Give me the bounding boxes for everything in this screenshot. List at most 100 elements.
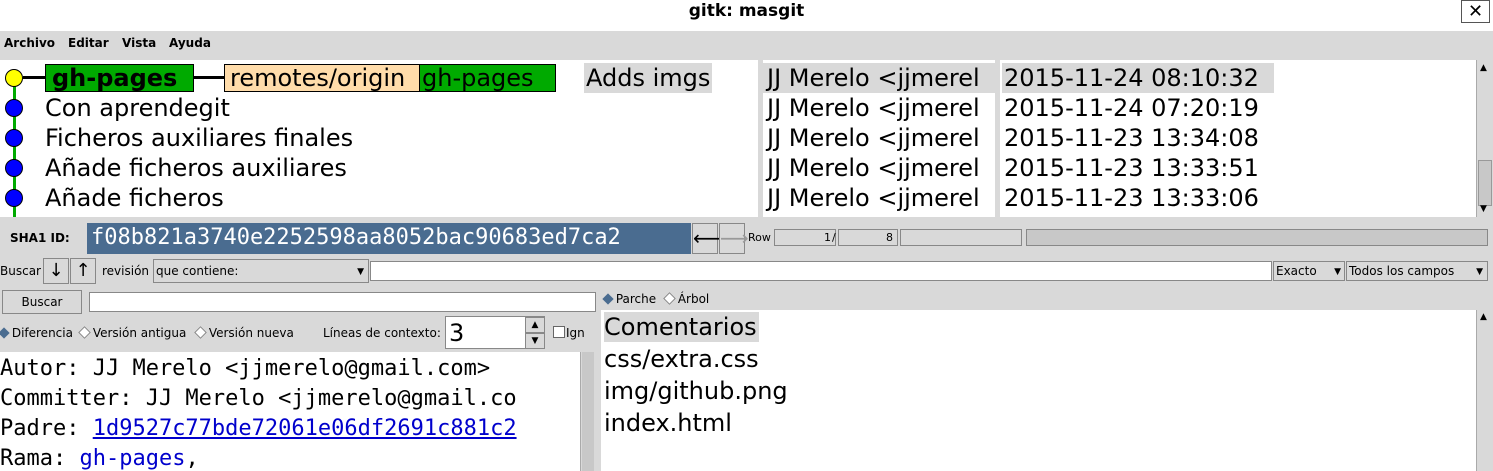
- diff-radio[interactable]: Diferencia: [0, 326, 73, 340]
- row-label: Row: [748, 231, 771, 244]
- radio-icon: [663, 292, 676, 305]
- new-version-radio[interactable]: Versión nueva: [194, 326, 294, 340]
- menu-bar: [0, 31, 1493, 58]
- new-version-label: Versión nueva: [208, 326, 294, 340]
- commit-subject[interactable]: Con aprendegit: [45, 94, 230, 122]
- row-current-field: 1: [774, 229, 836, 246]
- detail-parent: Padre: 1d9527c77bde72061e06df2691c881c2: [0, 414, 517, 444]
- scroll-down-icon[interactable]: ▼: [1480, 204, 1487, 214]
- row-separator: /: [832, 231, 836, 244]
- detail-author: Autor: JJ Merelo <jjmerelo@gmail.com>: [0, 356, 491, 381]
- progress-field: [900, 229, 1022, 246]
- remote-label-branch[interactable]: gh-pages: [420, 64, 556, 92]
- commit-node[interactable]: [5, 129, 23, 147]
- scrollbar-thumb[interactable]: [582, 352, 594, 471]
- commit-author[interactable]: JJ Merelo <jjmerel: [767, 184, 980, 212]
- chevron-down-icon: ▼: [1476, 267, 1483, 277]
- commit-node[interactable]: [5, 99, 23, 117]
- scrollbar-thumb[interactable]: [1478, 160, 1492, 206]
- commit-subject[interactable]: Añade ficheros: [45, 184, 224, 212]
- ignore-checkbox[interactable]: [553, 326, 565, 338]
- commit-date[interactable]: 2015-11-23 13:33:06: [1004, 184, 1259, 212]
- file-list-header[interactable]: Comentarios: [604, 312, 759, 342]
- arrow-right-icon: ⟶: [720, 226, 749, 250]
- detail-branch: Rama: gh-pages,: [0, 444, 199, 471]
- commit-node[interactable]: [5, 189, 23, 207]
- radio-icon: [194, 326, 207, 339]
- commit-date[interactable]: 2015-11-23 13:34:08: [1004, 124, 1259, 152]
- fields-value: Todos los campos: [1349, 264, 1455, 278]
- commit-date-selected[interactable]: 2015-11-24 08:10:32: [1002, 63, 1274, 93]
- branch-link[interactable]: gh-pages: [79, 446, 186, 471]
- match-select[interactable]: Exacto ▼: [1273, 261, 1345, 281]
- find-type[interactable]: revisión: [102, 264, 150, 278]
- detail-committer: Committer: JJ Merelo <jjmerelo@gmail.co: [0, 386, 517, 411]
- context-lines-spinbox[interactable]: 3 ▲ ▼: [445, 316, 545, 349]
- window-title: gitk: masgit: [688, 1, 805, 21]
- chevron-down-icon: ▼: [357, 267, 364, 277]
- tree-label: Árbol: [677, 292, 710, 306]
- radio-selected-icon: [0, 327, 10, 339]
- commit-date[interactable]: 2015-11-23 13:33:51: [1004, 154, 1259, 182]
- forward-button[interactable]: ⟶: [719, 223, 749, 254]
- commit-author[interactable]: JJ Merelo <jjmerel: [767, 94, 980, 122]
- patch-radio[interactable]: Parche: [602, 292, 657, 306]
- find-mode: que contiene:: [156, 264, 239, 278]
- menu-archivo[interactable]: Archivo: [4, 36, 56, 50]
- arrow-left-icon: ⟵: [693, 226, 722, 250]
- old-version-label: Versión antigua: [92, 326, 187, 340]
- close-icon: ✕: [1467, 1, 1484, 22]
- find-next-button[interactable]: ↓: [43, 258, 69, 284]
- details-scrollbar[interactable]: [580, 352, 596, 471]
- author-column: JJ Merelo <jjmerel JJ Merelo <jjmerel JJ…: [763, 60, 995, 217]
- arrow-up-icon: ↑: [75, 260, 91, 281]
- file-item[interactable]: img/github.png: [604, 377, 788, 405]
- ref-connector: [23, 76, 45, 79]
- title-bar: [0, 0, 1493, 31]
- menu-vista[interactable]: Vista: [122, 36, 157, 50]
- commit-subject[interactable]: Añade ficheros auxiliares: [45, 154, 347, 182]
- commit-author-selected[interactable]: JJ Merelo <jjmerel: [763, 63, 995, 93]
- scroll-up-icon[interactable]: ▲: [1480, 63, 1487, 73]
- search-input[interactable]: [89, 292, 596, 312]
- tree-radio[interactable]: Árbol: [663, 292, 710, 306]
- spin-up-icon[interactable]: ▲: [525, 317, 545, 333]
- remote-label-prefix[interactable]: remotes/origin: [224, 64, 420, 92]
- find-prev-button[interactable]: ↑: [70, 258, 96, 284]
- file-item[interactable]: index.html: [604, 409, 732, 437]
- commit-node[interactable]: [5, 159, 23, 177]
- commit-list-scrollbar[interactable]: ▲ ▼: [1476, 60, 1492, 217]
- ref-connector: [194, 76, 224, 79]
- radio-icon: [78, 326, 91, 339]
- search-button[interactable]: Buscar: [2, 290, 82, 314]
- fields-select[interactable]: Todos los campos ▼: [1346, 261, 1488, 281]
- row-total: 8: [886, 231, 893, 244]
- parent-sha-link[interactable]: 1d9527c77bde72061e06df2691c881c2: [92, 416, 517, 441]
- spin-down-icon[interactable]: ▼: [525, 333, 545, 349]
- commit-author[interactable]: JJ Merelo <jjmerel: [767, 124, 980, 152]
- close-button[interactable]: ✕: [1461, 0, 1490, 23]
- file-list-scrollbar[interactable]: ▲: [1476, 310, 1492, 471]
- branch-detail-label: Rama:: [0, 446, 80, 471]
- old-version-radio[interactable]: Versión antigua: [78, 326, 187, 340]
- menu-ayuda[interactable]: Ayuda: [169, 36, 211, 50]
- commit-subject-selected[interactable]: Adds imgs: [584, 63, 713, 93]
- branch-label[interactable]: gh-pages: [45, 64, 194, 92]
- ignore-label: Ign: [566, 326, 585, 340]
- find-input[interactable]: [370, 261, 1272, 281]
- head-commit-node[interactable]: [5, 69, 23, 87]
- status-bar: [1026, 229, 1488, 246]
- back-button[interactable]: ⟵: [692, 223, 722, 254]
- file-item[interactable]: css/extra.css: [604, 345, 759, 373]
- menu-editar[interactable]: Editar: [68, 36, 109, 50]
- sha-field[interactable]: f08b821a3740e2252598aa8052bac90683ed7ca2: [87, 223, 691, 254]
- commit-date[interactable]: 2015-11-24 07:20:19: [1004, 94, 1259, 122]
- row-current: 1: [824, 231, 831, 244]
- chevron-down-icon: ▼: [1334, 267, 1341, 277]
- patch-label: Parche: [615, 292, 657, 306]
- find-mode-select[interactable]: que contiene: ▼: [153, 259, 369, 283]
- sha-label: SHA1 ID:: [10, 231, 70, 245]
- scroll-up-icon[interactable]: ▲: [1480, 312, 1487, 322]
- commit-subject[interactable]: Ficheros auxiliares finales: [45, 124, 354, 152]
- commit-author[interactable]: JJ Merelo <jjmerel: [767, 154, 980, 182]
